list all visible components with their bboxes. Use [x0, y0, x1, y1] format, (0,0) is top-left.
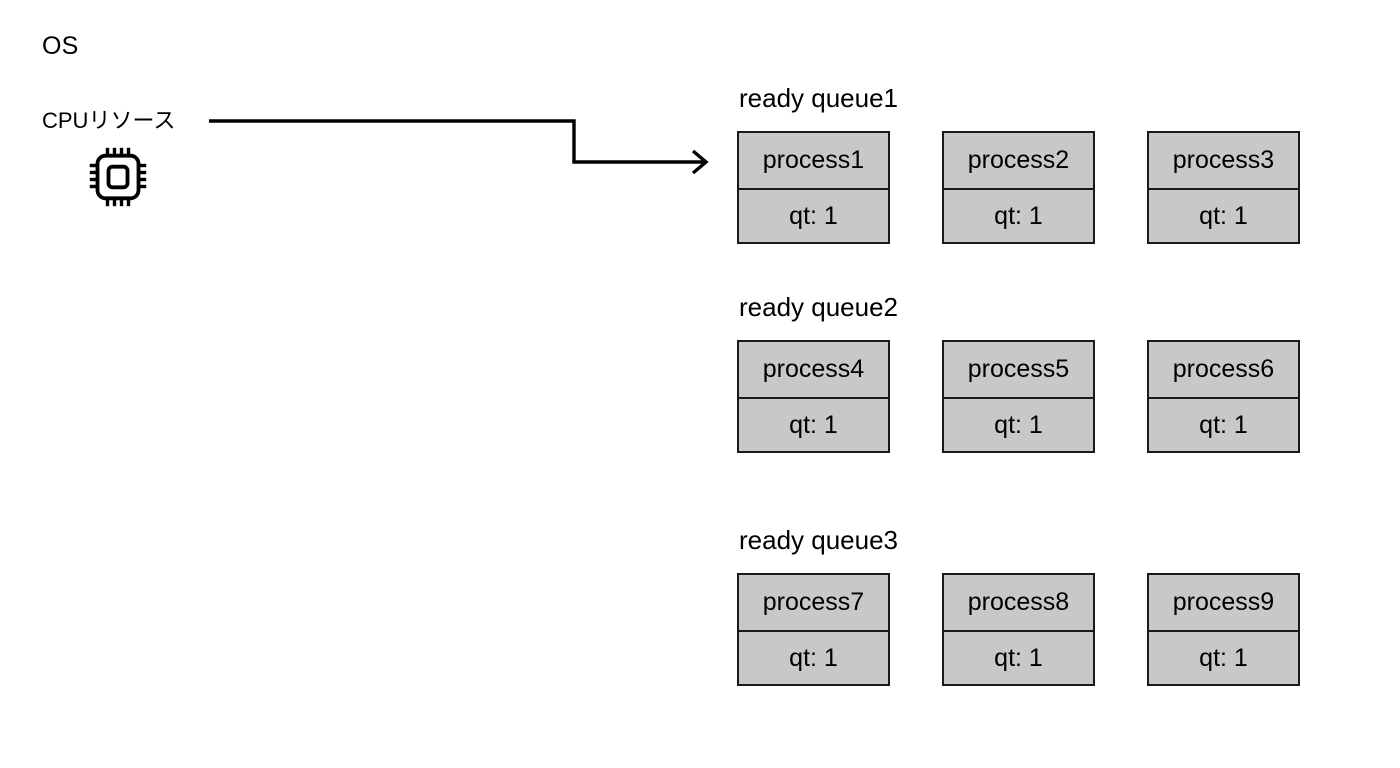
process-name: process2 — [944, 133, 1093, 190]
process-row: process4 qt: 1 process5 qt: 1 process6 q… — [737, 340, 1300, 453]
process-row: process7 qt: 1 process8 qt: 1 process9 q… — [737, 573, 1300, 686]
process-quantum: qt: 1 — [994, 411, 1043, 439]
queue-title: ready queue3 — [739, 525, 899, 555]
process-row: process1 qt: 1 process2 qt: 1 process3 q… — [737, 131, 1300, 244]
cpu-chip-icon — [88, 146, 148, 208]
os-title: OS — [42, 32, 79, 60]
process-name: process6 — [1149, 342, 1298, 399]
process-card[interactable]: process2 qt: 1 — [942, 131, 1095, 244]
process-card[interactable]: process4 qt: 1 — [737, 340, 890, 453]
queue-title: ready queue2 — [739, 292, 899, 322]
process-quantum: qt: 1 — [789, 202, 838, 230]
process-name: process1 — [739, 133, 888, 190]
queue-title: ready queue1 — [739, 83, 899, 113]
process-name: process8 — [944, 575, 1093, 632]
process-name: process5 — [944, 342, 1093, 399]
cpu-to-ready-queue-arrow — [205, 105, 735, 185]
process-quantum: qt: 1 — [789, 644, 838, 672]
process-quantum: qt: 1 — [1199, 202, 1248, 230]
process-quantum: qt: 1 — [789, 411, 838, 439]
process-card[interactable]: process7 qt: 1 — [737, 573, 890, 686]
ready-queue-section-2: ready queue2 process4 qt: 1 process5 qt:… — [737, 292, 1300, 453]
process-name: process4 — [739, 342, 888, 399]
process-card[interactable]: process3 qt: 1 — [1147, 131, 1300, 244]
process-quantum: qt: 1 — [1199, 644, 1248, 672]
process-card[interactable]: process1 qt: 1 — [737, 131, 890, 244]
process-name: process7 — [739, 575, 888, 632]
process-card[interactable]: process5 qt: 1 — [942, 340, 1095, 453]
ready-queue-section-3: ready queue3 process7 qt: 1 process8 qt:… — [737, 525, 1300, 686]
process-card[interactable]: process6 qt: 1 — [1147, 340, 1300, 453]
process-name: process3 — [1149, 133, 1298, 190]
process-quantum: qt: 1 — [1199, 411, 1248, 439]
process-card[interactable]: process9 qt: 1 — [1147, 573, 1300, 686]
process-quantum: qt: 1 — [994, 644, 1043, 672]
cpu-resource-label: CPUリソース — [42, 108, 176, 133]
process-card[interactable]: process8 qt: 1 — [942, 573, 1095, 686]
process-name: process9 — [1149, 575, 1298, 632]
process-quantum: qt: 1 — [994, 202, 1043, 230]
ready-queue-section-1: ready queue1 process1 qt: 1 process2 qt:… — [737, 83, 1300, 244]
